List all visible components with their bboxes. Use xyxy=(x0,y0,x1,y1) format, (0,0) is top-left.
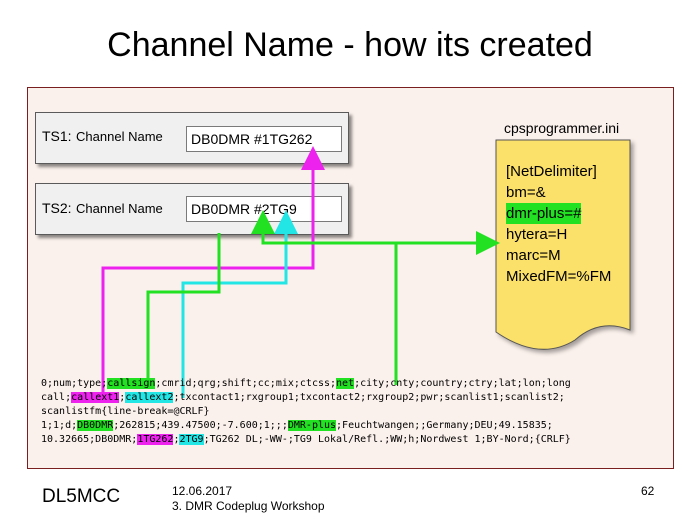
connector-callsign xyxy=(146,233,221,385)
code-line: call;callext1;callext2;txcontact1;rxgrou… xyxy=(41,392,565,403)
field-callsign: callsign xyxy=(107,378,156,389)
ts2-field-label: Channel Name xyxy=(76,201,163,216)
connector-net xyxy=(394,231,500,385)
ini-note: [NetDelimiter] bm=& dmr-plus=# hytera=H … xyxy=(506,161,611,287)
ini-note-shape xyxy=(495,139,631,350)
ts1-field-label: Channel Name xyxy=(76,129,163,144)
ts2-label: TS2: xyxy=(42,200,72,216)
ini-filename: cpsprogrammer.ini xyxy=(504,120,620,136)
slide-title: Channel Name - how its created xyxy=(107,26,593,64)
code-line: scanlistfm{line-break=@CRLF} xyxy=(41,406,210,417)
ini-line: marc=M xyxy=(506,247,561,264)
value-callext2: 2TG9 xyxy=(179,434,204,445)
field-callext2: callext2 xyxy=(125,392,174,403)
field-net: net xyxy=(336,378,355,389)
footer-author: DL5MCC xyxy=(42,486,121,507)
ini-line: bm=& xyxy=(506,184,546,201)
value-net: DMR-plus xyxy=(287,420,337,431)
value-callsign: DB0DMR xyxy=(77,420,114,431)
footer-event: 3. DMR Codeplug Workshop xyxy=(172,499,325,513)
code-line: 10.32665;DB0DMR;1TG262;2TG9;TG262 DL;-WW… xyxy=(41,434,571,445)
value-callext1: 1TG262 xyxy=(137,434,174,445)
page-number: 62 xyxy=(641,484,655,498)
code-line: 0;num;type;callsign;cmrid;qrg;shift;cc;m… xyxy=(41,378,571,389)
ts1-channel-name-field[interactable]: DB0DMR #1TG262 xyxy=(186,126,342,152)
ini-line-highlight: dmr-plus=# xyxy=(506,203,582,224)
ini-line: hytera=H xyxy=(506,226,568,243)
code-line: 1;1;d;DB0DMR;262815;439.47500;-7.600;1;;… xyxy=(41,420,553,431)
connector-net-to-field xyxy=(251,210,396,245)
footer-date: 12.06.2017 xyxy=(172,484,233,498)
connector-callext1 xyxy=(101,146,325,398)
field-callext1: callext1 xyxy=(71,392,120,403)
ts1-label: TS1: xyxy=(42,128,72,144)
ini-line: [NetDelimiter] xyxy=(506,163,597,180)
csv-code-block: 0;num;type;callsign;cmrid;qrg;shift;cc;m… xyxy=(41,377,571,447)
ini-line: MixedFM=%FM xyxy=(506,268,612,285)
connector-callext2 xyxy=(181,210,298,398)
ts1-channel-window: TS1: Channel Name DB0DMR #1TG262 xyxy=(35,112,349,164)
